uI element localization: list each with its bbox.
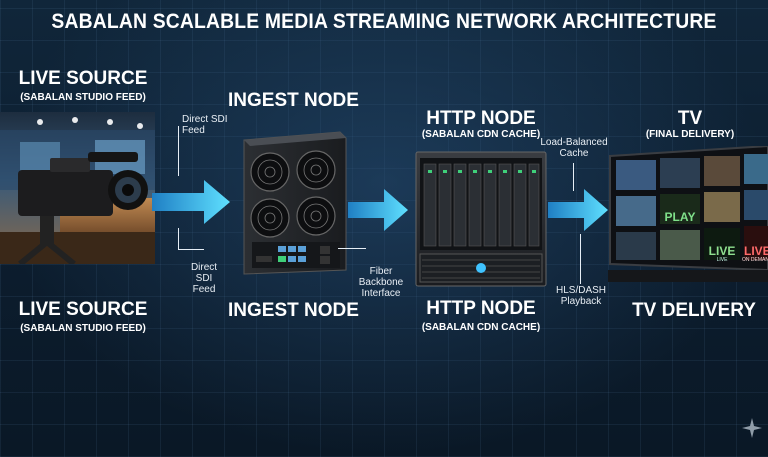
sdi-bottom-label: Direct SDI Feed <box>190 262 218 295</box>
arrow-source-to-ingest <box>152 180 230 224</box>
tv-subtitle-top: (FINAL DELIVERY) <box>645 129 735 140</box>
sdi-top-leader <box>178 126 179 176</box>
ingest-server-image <box>243 131 347 275</box>
http-subtitle-top: (SABALAN CDN CACHE) <box>421 129 541 140</box>
tv-on-demand-label: ON DEMAND <box>742 257 768 263</box>
tv-play-label: PLAY <box>664 210 696 224</box>
hls-label: HLS/DASH Playback <box>555 285 606 307</box>
source-subtitle-bottom: (SABALAN STUDIO FEED) <box>20 323 146 334</box>
sdi-top-label: Direct SDI Feed <box>182 114 228 136</box>
http-title-bottom: HTTP NODE <box>426 298 536 319</box>
tv-screen-image <box>608 146 768 282</box>
hls-leader <box>580 234 581 284</box>
http-subtitle-bottom: (SABALAN CDN CACHE) <box>421 322 541 333</box>
source-title-bottom: LIVE SOURCE <box>18 299 148 320</box>
tv-title-bottom: TV DELIVERY <box>632 300 756 321</box>
tv-live-right-label: LIVE <box>744 244 768 258</box>
source-title-top: LIVE SOURCE <box>18 68 148 89</box>
fiber-label: Fiber Backbone Interface <box>358 266 404 299</box>
sparkle-icon <box>742 418 762 438</box>
source-subtitle-top: (SABALAN STUDIO FEED) <box>20 92 146 103</box>
load-balanced-leader <box>573 163 574 191</box>
ingest-title-top: INGEST NODE <box>228 90 359 111</box>
sdi-bottom-leader <box>178 228 179 250</box>
http-title-top: HTTP NODE <box>426 108 536 129</box>
http-rack-image <box>415 151 547 287</box>
tv-title-top: TV <box>677 108 703 129</box>
page-title: SABALAN SCALABLE MEDIA STREAMING NETWORK… <box>51 10 717 33</box>
tv-live-label: LIVE <box>708 244 736 258</box>
sdi-bottom-leader-h <box>178 249 204 250</box>
load-balanced-label: Load-Balanced Cache <box>540 137 608 159</box>
ingest-title-bottom: INGEST NODE <box>228 300 359 321</box>
fiber-leader <box>338 248 366 249</box>
arrow-ingest-to-http <box>348 189 408 231</box>
studio-camera-image <box>0 112 155 264</box>
tv-live-small-label: LIVE <box>716 257 728 263</box>
arrow-http-to-tv <box>548 189 608 231</box>
